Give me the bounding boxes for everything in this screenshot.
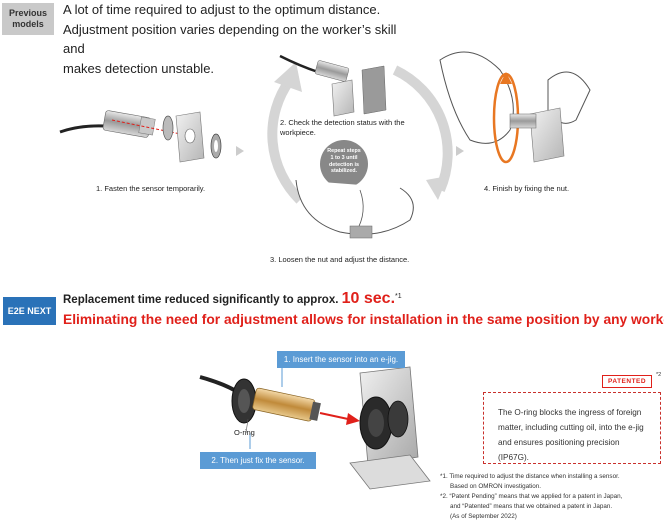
flow-arrow-1 [236, 146, 244, 156]
footnote-2: *2. “Patent Pending” means that we appli… [440, 492, 622, 522]
previous-line-3: makes detection unstable. [63, 60, 215, 76]
headline-prefix: Replacement time reduced significantly t… [63, 294, 339, 306]
patented-footnote-mark: *2 [656, 372, 662, 378]
replacement-time-headline: Replacement time reduced significantly t… [63, 290, 402, 308]
previous-line-2: Adjustment position varies depending on … [63, 21, 397, 57]
callout-insert-sensor: 1. Insert the sensor into an e-jig. [277, 351, 405, 368]
previous-description: A lot of time required to adjust to the … [63, 0, 403, 78]
repeat-cycle-arrows [267, 62, 453, 204]
e2e-next-illustration [199, 366, 431, 490]
flow-arrow-2 [456, 146, 464, 156]
step3-label: 3. Loosen the nut and adjust the distanc… [270, 255, 410, 264]
step3-illustration [295, 179, 414, 239]
footnote-2-line-a: *2. “Patent Pending” means that we appli… [440, 493, 623, 500]
patented-badge: PATENTED [602, 375, 653, 388]
patent-description: The O-ring blocks the ingress of foreign… [483, 392, 661, 464]
previous-models-tag: Previous models [2, 3, 54, 35]
headline-footnote-mark: *1 [395, 293, 402, 301]
previous-process-illustration [59, 51, 591, 239]
headline-value: 10 sec. [341, 290, 396, 307]
no-adjustment-headline: Eliminating the need for adjustment allo… [63, 312, 664, 327]
callout-fix-sensor: 2. Then just fix the sensor. [200, 452, 316, 469]
e2e-next-tag: E2E NEXT [3, 297, 56, 325]
repeat-badge [320, 140, 368, 188]
step4-label: 4. Finish by fixing the nut. [484, 184, 570, 193]
oring-label: O-ring [234, 428, 255, 437]
step1-illustration [59, 110, 222, 163]
footnote-1-line-a: *1. Time required to adjust the distance… [440, 473, 620, 480]
step2-illustration [279, 54, 387, 117]
footnote-1-line-b: Based on OMRON investigation. [450, 483, 541, 490]
repeat-label: Repeat steps 1 to 3 until detection is s… [327, 148, 361, 175]
previous-line-1: A lot of time required to adjust to the … [63, 2, 381, 17]
step2-label: 2. Check the detection status with the w… [280, 118, 405, 137]
footnote-2-line-b: and “Patented” means that we obtained a … [450, 503, 613, 510]
step4-illustration [439, 51, 591, 164]
footnote-2-line-c: (As of September 2022) [450, 513, 517, 520]
step1-label: 1. Fasten the sensor temporarily. [96, 184, 206, 193]
footnote-1: *1. Time required to adjust the distance… [440, 472, 620, 492]
